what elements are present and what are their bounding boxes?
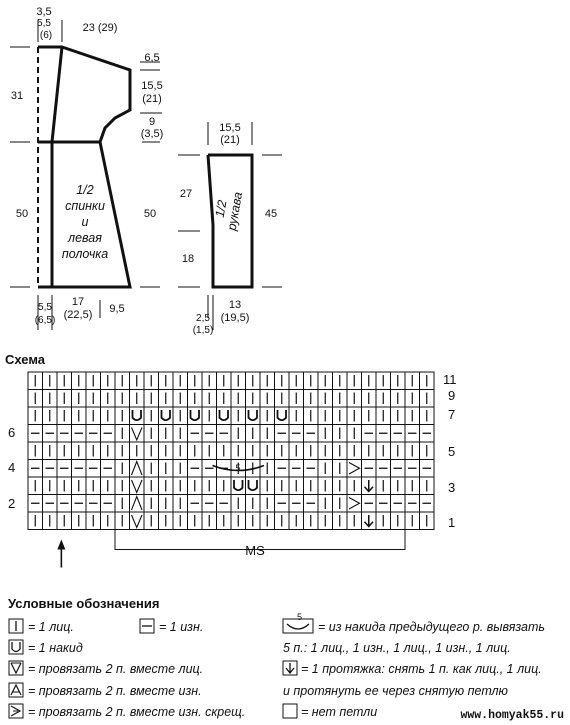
dim-sleeve-top: 15,5 bbox=[219, 122, 241, 134]
dim-neck-width: 15,5 bbox=[141, 80, 163, 92]
repeat-label: MS bbox=[245, 543, 265, 558]
row-label-7: 7 bbox=[448, 407, 456, 422]
dim-sleeve-bottom-a: 2,5 bbox=[196, 313, 210, 324]
legend-purl: = 1 изн. bbox=[159, 620, 204, 634]
sleeve-dimension-ticks bbox=[178, 122, 282, 330]
dim-top-c: (6) bbox=[39, 30, 53, 41]
body-dimension-ticks bbox=[10, 20, 162, 330]
legend-skp-2: и протянуть ее через снятую петлю bbox=[283, 684, 508, 698]
dim-sleeve-bottom-a-alt: (1,5) bbox=[192, 325, 214, 336]
knit-icon bbox=[8, 618, 24, 634]
p2tog-tbl-symbol bbox=[348, 462, 361, 475]
chart-title: Схема bbox=[5, 352, 46, 367]
k2tog-icon bbox=[8, 660, 24, 676]
yarn-over-symbol bbox=[247, 410, 258, 422]
legend-yarn-over: = 1 накид bbox=[28, 641, 83, 655]
row-label-9: 9 bbox=[448, 388, 456, 403]
x5-number: 5 bbox=[235, 463, 241, 473]
yarn-over-icon bbox=[8, 639, 24, 655]
row-label-3: 3 bbox=[448, 480, 456, 495]
start-arrowhead bbox=[57, 539, 66, 550]
legend-no-stitch: = нет петли bbox=[301, 705, 378, 719]
dim-top-a: 3,5 bbox=[36, 6, 52, 18]
dim-bottom-width: 17 bbox=[71, 296, 85, 308]
row-label-4: 4 bbox=[8, 460, 16, 475]
yarn-over-symbol bbox=[160, 410, 171, 422]
dim-top-width: 23 (29) bbox=[82, 22, 118, 34]
watermark: www.homyak55.ru bbox=[460, 709, 564, 722]
repeat-bracket bbox=[114, 529, 406, 550]
sleeve-piece-outline bbox=[206, 153, 254, 289]
row-label-1: 1 bbox=[448, 515, 456, 530]
row-label-5: 5 bbox=[448, 444, 456, 459]
yarn-over-symbol bbox=[218, 410, 229, 422]
dim-sleeve-bottom-alt: (19,5) bbox=[220, 312, 250, 324]
dim-bottom-width-alt: (22,5) bbox=[63, 309, 93, 321]
yarn-over-symbol bbox=[233, 480, 244, 492]
p2tog-tbl-icon bbox=[8, 703, 24, 719]
legend-k2tog: = провязать 2 п. вместе лиц. bbox=[28, 662, 204, 676]
dim-top-b: 5,5 bbox=[37, 18, 51, 29]
legend-knit: = 1 лиц. bbox=[28, 620, 74, 634]
dim-bottom-a-alt: (6,5) bbox=[34, 315, 56, 326]
legend-title: Условные обозначения bbox=[8, 596, 160, 611]
k2tog-symbol bbox=[130, 427, 143, 442]
dim-sleeve-lower: 18 bbox=[181, 253, 195, 265]
body-piece-outline bbox=[37, 45, 132, 289]
dim-lower-height-right: 50 bbox=[143, 208, 157, 220]
dim-shoulder: 9 bbox=[148, 116, 156, 128]
five-from-yo-arc bbox=[212, 464, 265, 472]
dim-lower-height-left: 50 bbox=[15, 208, 29, 220]
legend-glyphs bbox=[8, 618, 314, 719]
no-stitch-icon bbox=[282, 703, 298, 719]
skp-arrowhead bbox=[363, 486, 374, 493]
pattern-shape-diagram bbox=[10, 20, 282, 330]
row-label-2: 2 bbox=[8, 496, 16, 511]
p2tog-symbol bbox=[130, 459, 143, 476]
legend-p2tog-tbl: = провязать 2 п. вместе изн. скрещ. bbox=[28, 705, 246, 719]
p2tog-icon bbox=[8, 682, 24, 698]
dim-sleeve-upper: 27 bbox=[179, 188, 193, 200]
skp-icon bbox=[282, 660, 298, 676]
stitch-chart bbox=[27, 371, 435, 568]
legend-skp-1: = 1 протяжка: снять 1 п. как лиц., 1 лиц… bbox=[301, 662, 542, 676]
dim-neck-drop: 6,5 bbox=[144, 52, 160, 64]
dim-neck-width-alt: (21) bbox=[142, 93, 162, 105]
five-from-yo-icon bbox=[282, 618, 314, 634]
dim-sleeve-top-alt: (21) bbox=[220, 134, 240, 146]
legend-p2tog: = провязать 2 п. вместе изн. bbox=[28, 684, 202, 698]
p2tog-symbol bbox=[130, 494, 143, 511]
body-piece-label: 1/2 спинки и левая полочка bbox=[61, 183, 109, 261]
dim-bottom-a: 5,5 bbox=[38, 302, 52, 313]
row-label-6: 6 bbox=[8, 425, 16, 440]
skp-arrowhead bbox=[363, 521, 374, 528]
dim-sleeve-bottom: 13 bbox=[228, 299, 242, 311]
dim-shoulder-alt: (3,5) bbox=[140, 128, 164, 140]
yarn-over-symbol bbox=[276, 410, 287, 422]
dim-bottom-side: 9,5 bbox=[109, 303, 125, 315]
k2tog-symbol bbox=[130, 479, 143, 494]
dim-upper-height: 31 bbox=[10, 90, 24, 102]
yarn-over-symbol bbox=[189, 410, 200, 422]
p2tog-tbl-symbol bbox=[348, 497, 361, 510]
yarn-over-symbol bbox=[131, 410, 142, 422]
legend-five-from-yo-2: 5 п.: 1 лиц., 1 изн., 1 лиц., 1 изн., 1 … bbox=[283, 641, 511, 655]
dim-sleeve-height: 45 bbox=[264, 208, 278, 220]
k2tog-symbol bbox=[130, 514, 143, 529]
legend-x5-glyph: 5 bbox=[297, 612, 303, 622]
legend-five-from-yo-1: = из накида предыдущего р. вывязать bbox=[318, 620, 545, 634]
purl-icon bbox=[139, 618, 155, 634]
yarn-over-symbol bbox=[247, 480, 258, 492]
row-label-11: 11 bbox=[443, 372, 457, 387]
